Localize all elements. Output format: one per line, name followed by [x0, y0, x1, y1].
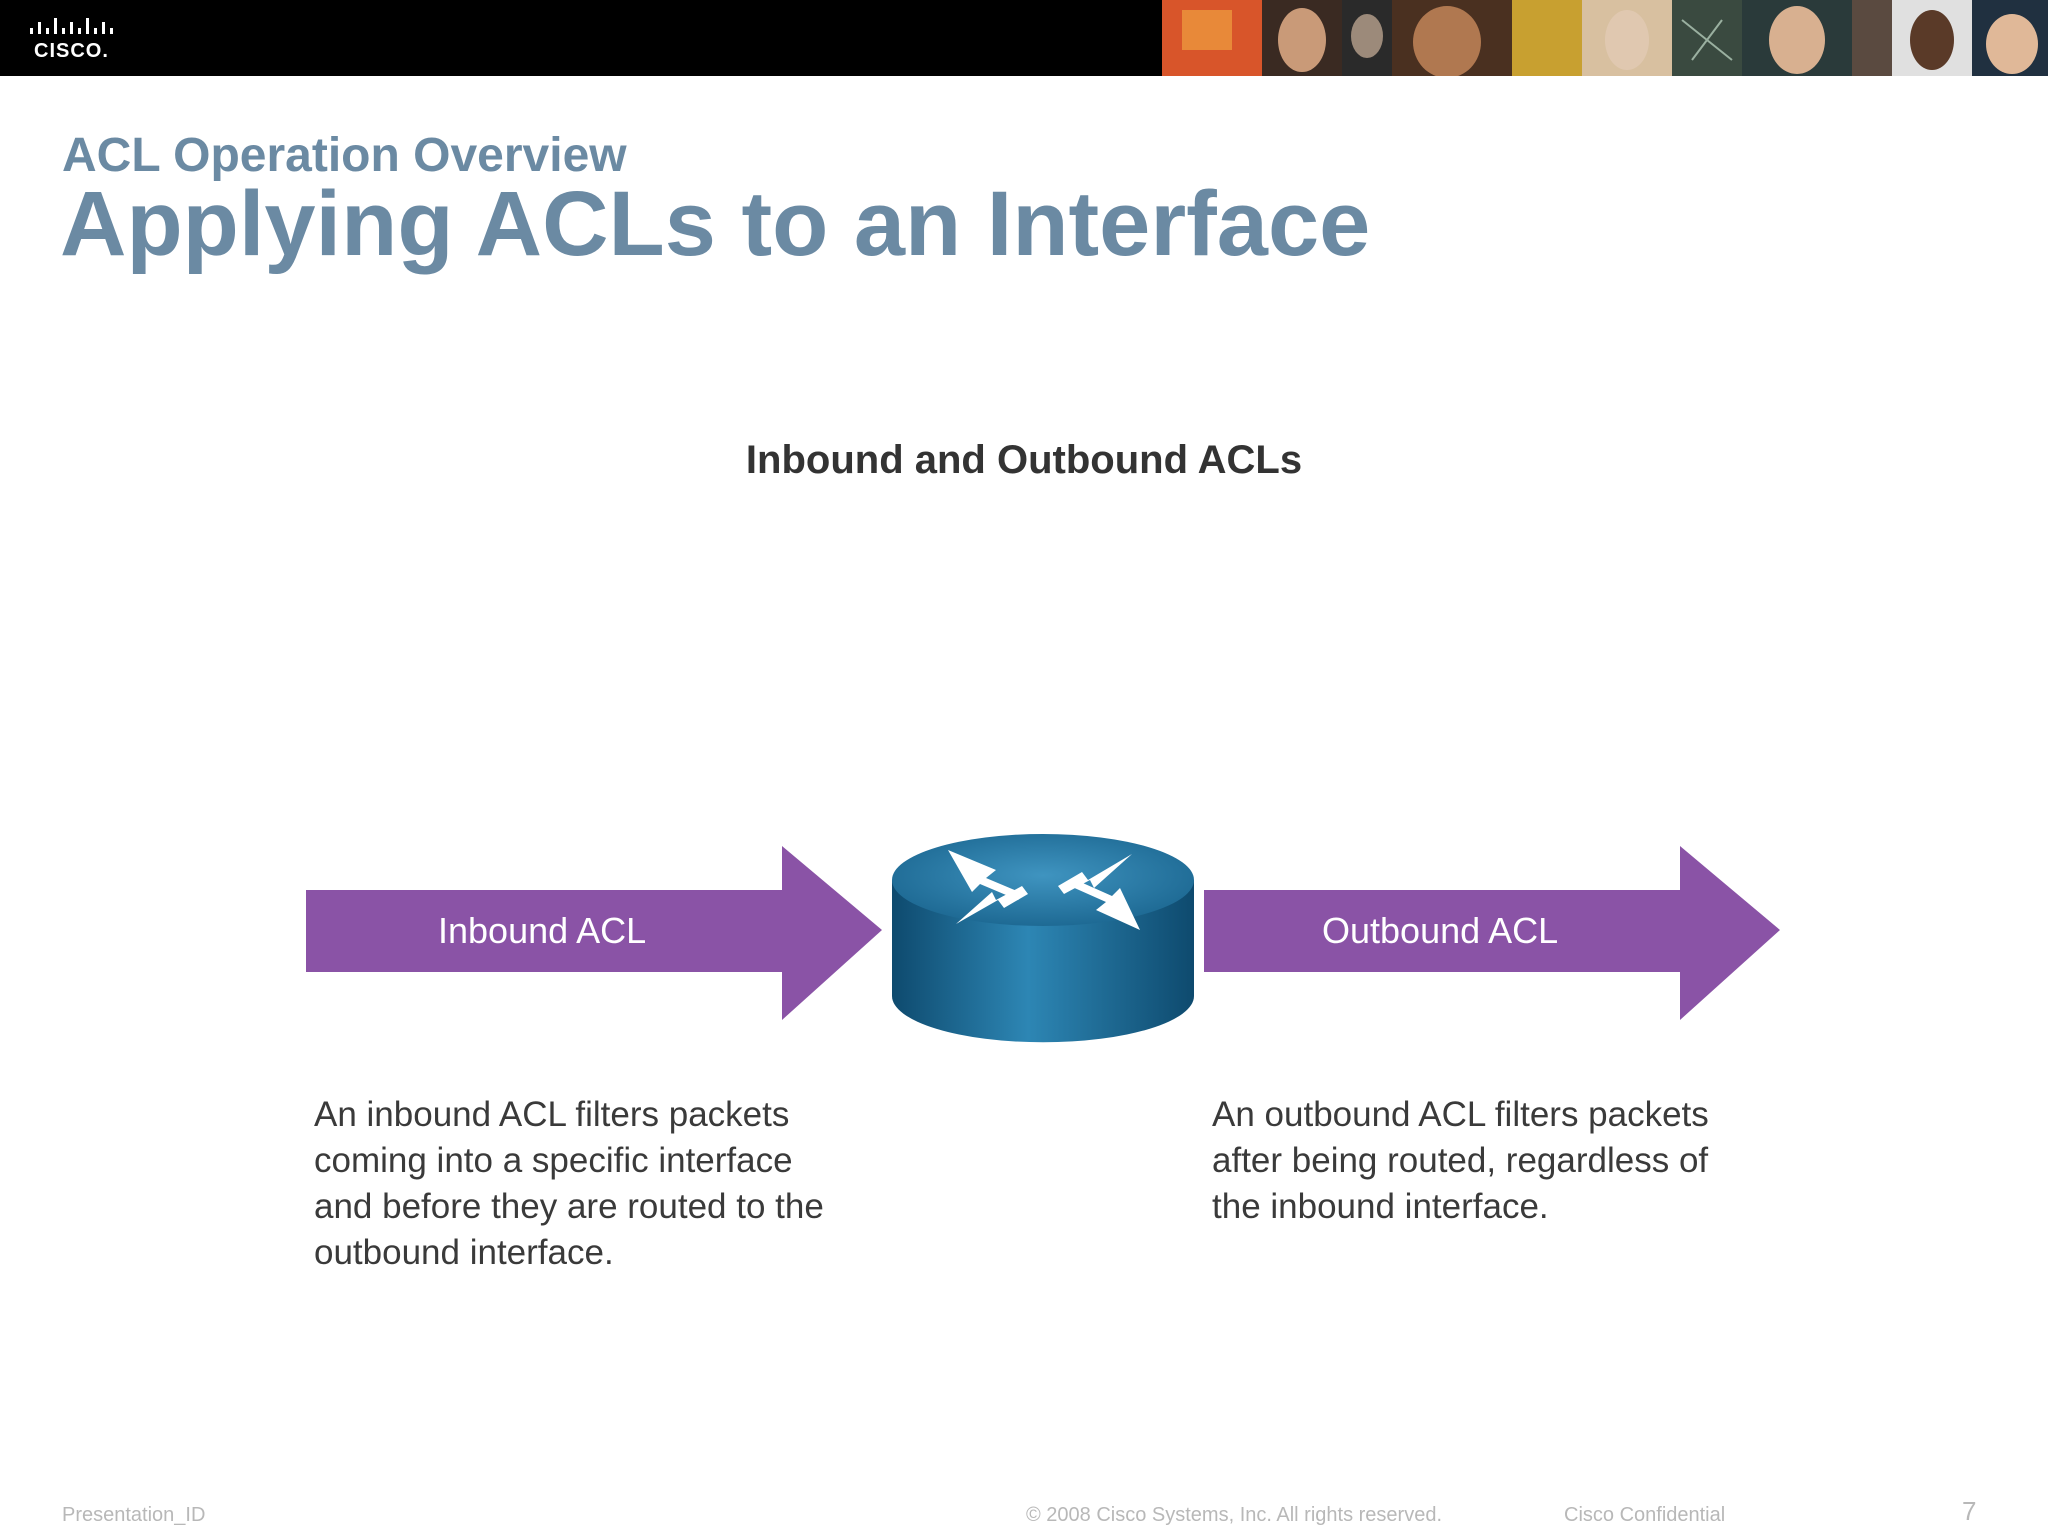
page-number: 7 [1962, 1496, 1977, 1526]
inbound-desc-line: outbound interface. [314, 1233, 614, 1272]
header-photo-strip [1162, 0, 2048, 76]
slide-subtitle: ACL Operation Overview [62, 129, 627, 182]
inbound-arrow [306, 846, 882, 1020]
outbound-acl-label: Outbound ACL [1322, 910, 1559, 951]
cisco-logo-text: CISCO. [34, 40, 109, 62]
outbound-arrow [1204, 846, 1780, 1020]
router-icon [892, 834, 1194, 1043]
inbound-acl-description: An inbound ACL filters packets coming in… [314, 1092, 914, 1276]
footer-copyright: © 2008 Cisco Systems, Inc. All rights re… [1026, 1504, 1443, 1526]
outbound-desc-line: after being routed, regardless of [1212, 1141, 1709, 1180]
footer-presentation-id: Presentation_ID [62, 1504, 206, 1526]
outbound-desc-line: the inbound interface. [1212, 1187, 1549, 1226]
outbound-desc-line: An outbound ACL filters packets [1212, 1095, 1709, 1134]
cisco-logo [30, 18, 113, 34]
inbound-acl-label: Inbound ACL [438, 910, 647, 951]
figure-caption: Inbound and Outbound ACLs [745, 438, 1303, 482]
slide-title: Applying ACLs to an Interface [60, 173, 1371, 275]
inbound-desc-line: and before they are routed to the [314, 1187, 824, 1226]
inbound-desc-line: An inbound ACL filters packets [314, 1095, 790, 1134]
footer-confidential: Cisco Confidential [1564, 1504, 1726, 1526]
inbound-desc-line: coming into a specific interface [314, 1141, 793, 1180]
acl-diagram [306, 834, 1780, 1043]
outbound-acl-description: An outbound ACL filters packets after be… [1212, 1092, 1812, 1230]
header-bar: CISCO. [0, 0, 2048, 76]
